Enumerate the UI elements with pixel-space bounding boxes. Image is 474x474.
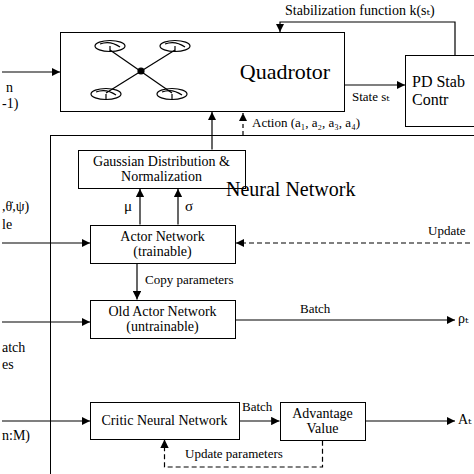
group-title: Neural Network (226, 178, 355, 200)
signal-label: ,θ̇,ψ) (2, 199, 29, 214)
edge-label: Update parameters (185, 447, 283, 461)
controller-box: PD Stab Contr (405, 55, 474, 127)
connector-arrow (280, 22, 455, 55)
system-box: Quadrotor (60, 32, 345, 112)
edge-label: Stabilization function k(sₜ) (285, 3, 435, 18)
process-box: Gaussian Distribution & Normalization (78, 150, 246, 189)
connector-arrow (165, 440, 323, 468)
signal-label: Aₜ (458, 412, 472, 427)
process-box: Advantage Value (280, 402, 366, 441)
connector-arrow (345, 84, 405, 85)
signal-wires (2, 72, 470, 421)
network-box: Critic Neural Network (90, 402, 240, 440)
box-label: PD Stab Contr (412, 73, 474, 109)
edge-label: σ (185, 198, 193, 215)
signal-label: ρₜ (458, 311, 468, 326)
edge-label: Copy parameters (145, 273, 233, 287)
edge-label: μ (124, 198, 132, 215)
edge-label: Action (a₁, a₂, a₃, a₄) (252, 116, 360, 130)
edge-label: State sₜ (352, 90, 390, 104)
connector-arrow (211, 112, 212, 150)
box-label: Critic Neural Network (102, 413, 228, 429)
connector-arrow (240, 420, 280, 421)
network-box: Old Actor Network (untrainable) (90, 300, 236, 339)
box-label: Old Actor Network (untrainable) (96, 304, 230, 335)
quadrotor-illustration (91, 41, 190, 101)
box-label: Advantage Value (286, 406, 360, 437)
box-label: Actor Network (trainable) (96, 229, 230, 260)
signal-label: -1) (2, 96, 18, 111)
edge-label: Batch (242, 400, 272, 414)
group-box: Gaussian Distribution & NormalizationAct… (50, 135, 474, 474)
connector-arrow (139, 189, 140, 225)
signal-label: le (2, 217, 12, 232)
network-box: Actor Network (trainable) (90, 225, 236, 264)
signal-label: n:M) (2, 428, 30, 443)
signal-label: n (6, 80, 13, 95)
box-label: Quadrotor (240, 60, 330, 85)
connector-arrow (177, 189, 178, 225)
signal-label: atch (2, 340, 25, 355)
connector-arrow (136, 264, 137, 300)
signal-label: Batch (300, 302, 330, 316)
signal-label: es (2, 357, 14, 372)
box-label: Gaussian Distribution & Normalization (84, 154, 240, 185)
signal-label: Update (428, 224, 466, 238)
